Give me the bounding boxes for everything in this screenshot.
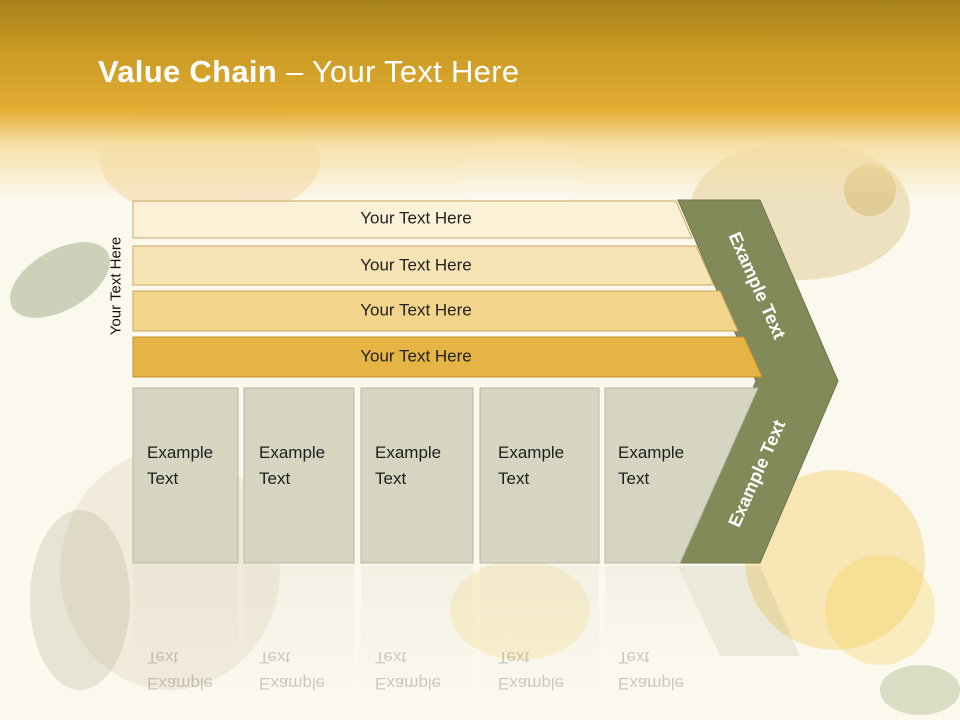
- box-5: [604, 387, 759, 564]
- reflection-box-3-line2: Text: [375, 648, 406, 667]
- reflection-box-2-line2: Text: [259, 648, 290, 667]
- reflection-box-3-line1: Example: [375, 674, 441, 693]
- bar-2: [132, 245, 715, 286]
- reflection-box-4-line1: Example: [498, 674, 564, 693]
- slide-title: Value Chain – Your Text Here: [98, 54, 519, 90]
- reflection-chevron: [678, 566, 800, 656]
- box-5-line1: Example: [618, 443, 684, 462]
- box-4-line2: Text: [498, 469, 529, 488]
- bar-1: [132, 200, 693, 239]
- box-3: [360, 387, 474, 564]
- reflection-box-1-line2: Text: [147, 648, 178, 667]
- reflection-box-2: [244, 566, 354, 696]
- box-2-line2: Text: [259, 469, 290, 488]
- reflection-box-4-line2: Text: [498, 648, 529, 667]
- reflection-box-4: [480, 566, 599, 696]
- title-rest: – Your Text Here: [277, 54, 520, 89]
- bars-group: Your Text Here Your Text Here Your Text …: [132, 200, 763, 378]
- box-1-line1: Example: [147, 443, 213, 462]
- box-2-line1: Example: [259, 443, 325, 462]
- reflection-box-1: [133, 566, 238, 696]
- bar-1-label: Your Text Here: [360, 208, 472, 227]
- reflection-box-2-line1: Example: [259, 674, 325, 693]
- bar-2-label: Your Text Here: [360, 255, 472, 274]
- box-3-line2: Text: [375, 469, 406, 488]
- reflection-box-3: [361, 566, 473, 696]
- title-bold: Value Chain: [98, 54, 278, 89]
- box-4: [479, 387, 600, 564]
- bar-3-label: Your Text Here: [360, 300, 472, 319]
- reflection-box-1-line1: Example: [147, 674, 213, 693]
- box-1: [132, 387, 239, 564]
- boxes-group: Example Text Example Text Example Text E…: [132, 387, 759, 564]
- reflection-box-5-line2: Text: [618, 648, 649, 667]
- box-1-line2: Text: [147, 469, 178, 488]
- header-band: [0, 0, 960, 200]
- reflection-box-5-line1: Example: [618, 674, 684, 693]
- box-3-line1: Example: [375, 443, 441, 462]
- bar-3: [132, 290, 739, 332]
- box-4-line1: Example: [498, 443, 564, 462]
- bar-4-label: Your Text Here: [360, 346, 472, 365]
- box-2: [243, 387, 355, 564]
- box-5-line2: Text: [618, 469, 649, 488]
- reflection-box-5: [605, 566, 720, 656]
- bar-4: [132, 336, 763, 378]
- reflection: Example Text Example Text Example Text E…: [133, 566, 800, 696]
